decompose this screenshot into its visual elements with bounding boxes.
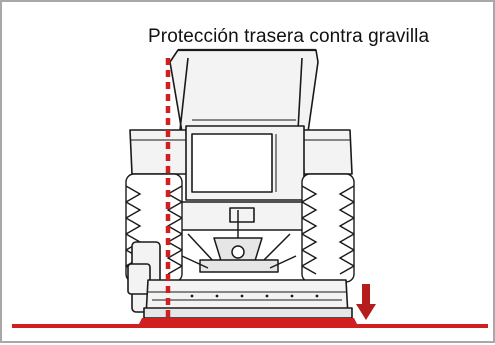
three-point-hitch <box>181 210 297 273</box>
gravel-guard-label: Protección trasera contra gravilla <box>148 26 430 47</box>
down-arrow-icon <box>356 284 376 320</box>
mulcher-implement <box>127 241 353 319</box>
tractor-cab <box>169 48 319 133</box>
tractor-body <box>129 125 353 231</box>
right-rear-tyre <box>301 173 355 283</box>
